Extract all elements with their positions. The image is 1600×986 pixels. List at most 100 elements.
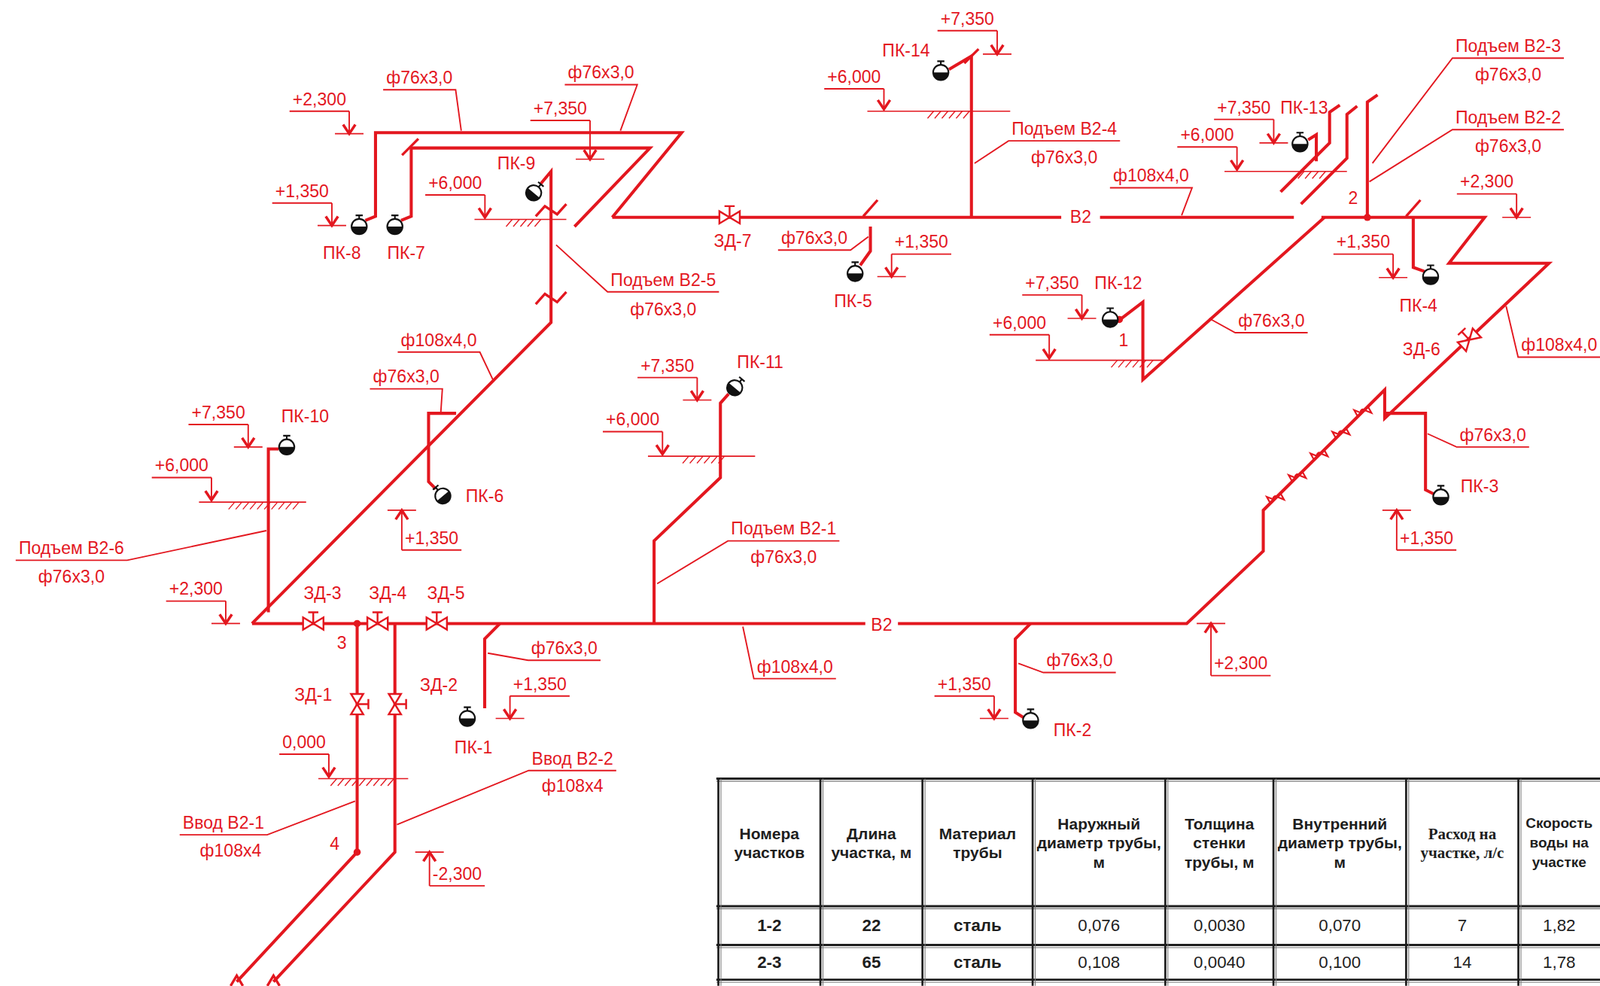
- hydrant-stem: [1296, 132, 1304, 137]
- drawing-label: ф108х4,0: [1520, 336, 1597, 355]
- drawing-label: ф76х3,0: [1475, 66, 1542, 85]
- leader-line: [1110, 187, 1193, 216]
- elevation-arrow: [1043, 349, 1056, 359]
- valve-stem: [395, 699, 407, 710]
- pipe: [1015, 623, 1031, 718]
- fire-hydrant-symbol: [933, 60, 949, 80]
- elevation-underline: [637, 377, 697, 379]
- table-cell: 0,100: [1277, 952, 1403, 973]
- elevation-level: [1196, 623, 1226, 625]
- elevation-leader: [1515, 194, 1518, 218]
- elevation-underline: [602, 431, 663, 433]
- drawing-label: +6,000: [605, 410, 660, 429]
- table-cell: 1,78: [1520, 952, 1598, 973]
- drawing-label: +6,000: [428, 174, 482, 193]
- elevation-underline: [1210, 675, 1271, 677]
- drawing-label: +2,300: [1460, 173, 1514, 192]
- elevation-arrow: [322, 767, 335, 777]
- leader-line: [15, 530, 267, 560]
- callout-leaders: [15, 57, 1600, 835]
- riser-break: [535, 292, 567, 305]
- elevation-underline: [152, 477, 212, 479]
- table-rule: [716, 905, 1600, 908]
- elevation-underline: [1396, 549, 1457, 551]
- hydrant-fill: [723, 383, 741, 399]
- drawing-label: 2: [1347, 189, 1358, 208]
- table-rule: [716, 981, 1600, 983]
- elevation-underline: [1213, 118, 1274, 121]
- table-cell: Расход на участке, л/с: [1411, 823, 1514, 863]
- drawing-label: Подъем В2-3: [1455, 37, 1561, 56]
- drawing-label: ф76х3,0: [568, 63, 635, 83]
- leader-line: [383, 89, 462, 131]
- drawing-label: +2,300: [1213, 654, 1268, 673]
- drawing-label: ПК-13: [1280, 99, 1328, 118]
- elevation-arrow: [503, 708, 516, 718]
- elevation-arrow: [885, 267, 898, 277]
- drawing-label: 3: [337, 634, 347, 653]
- table-rule: [1275, 778, 1277, 986]
- drawing-label: 4: [329, 835, 340, 854]
- compensator-symbol: [1265, 488, 1286, 509]
- elevation-level: [982, 53, 1012, 55]
- drawing-label: ПК-11: [736, 353, 784, 372]
- elevation-underline: [824, 88, 884, 90]
- pipe: [1100, 215, 1295, 220]
- drawing-label: ЗД-5: [426, 584, 465, 603]
- elevation-underline: [1457, 193, 1517, 195]
- drawing-label: ПК-2: [1053, 721, 1093, 740]
- table-rule: [924, 778, 926, 986]
- riser-break: [863, 200, 878, 217]
- riser-break: [230, 975, 243, 986]
- pipe: [252, 621, 866, 625]
- hydrant-stem: [355, 215, 363, 220]
- pipe: [268, 449, 280, 613]
- hydrant-stem: [936, 60, 944, 65]
- hydrant-ring: [1292, 136, 1308, 152]
- leader-line: [556, 244, 719, 292]
- hydrant-ring: [1423, 268, 1439, 284]
- drawing-label: 1: [1118, 331, 1129, 350]
- pipe: [401, 148, 651, 227]
- table-cell: 22: [824, 915, 919, 936]
- drawing-label: +2,300: [169, 580, 223, 599]
- junction-dot: [353, 620, 361, 627]
- table-rule: [822, 778, 824, 986]
- ground-line: [474, 219, 566, 221]
- hydrant-stem: [1426, 265, 1434, 270]
- hydrant-ring: [1432, 489, 1448, 505]
- drawing-label: ПК-6: [465, 487, 505, 506]
- compensator-symbol: [1352, 401, 1373, 422]
- fire-hydrant-symbol: [847, 261, 863, 281]
- fire-hydrant-symbol: [351, 215, 367, 235]
- drawing-label: +7,350: [640, 357, 694, 376]
- table-cell: 14: [1411, 952, 1514, 973]
- drawing-label: ф76х3,0: [1046, 651, 1113, 670]
- hydrant-fill: [387, 226, 403, 235]
- elevation-arrow: [219, 614, 232, 624]
- fire-hydrant-symbol: [523, 179, 548, 204]
- elevation-leader: [993, 696, 995, 719]
- elevation-level: [1067, 317, 1097, 320]
- pipe: [484, 623, 500, 709]
- table-cell: Внутренний диаметр трубы, м: [1277, 813, 1403, 872]
- elevation-level: [1259, 142, 1288, 144]
- elevation-arrow: [1231, 160, 1244, 170]
- drawing-label: ф108х4: [200, 842, 262, 861]
- elevation-level: [1502, 216, 1531, 219]
- drawing-label: ф76х3,0: [1031, 149, 1098, 168]
- hydrant-ring: [459, 710, 475, 726]
- table-cell: Скорость воды на участке: [1520, 813, 1598, 872]
- ground-line: [318, 778, 408, 780]
- elevation-leader: [1396, 510, 1398, 551]
- drawing-label: ф76х3,0: [373, 368, 440, 387]
- hydrant-stem: [432, 484, 441, 493]
- elevation-level: [1378, 276, 1408, 279]
- drawing-label: ф76х3,0: [38, 568, 105, 587]
- table-cell: 2-3: [722, 952, 817, 973]
- compensator-symbol: [1286, 466, 1308, 487]
- elevation-underline: [429, 885, 485, 887]
- valve-stem: [357, 699, 369, 710]
- drawing-label: +7,350: [1025, 274, 1079, 293]
- drawing-label: +7,350: [533, 100, 588, 119]
